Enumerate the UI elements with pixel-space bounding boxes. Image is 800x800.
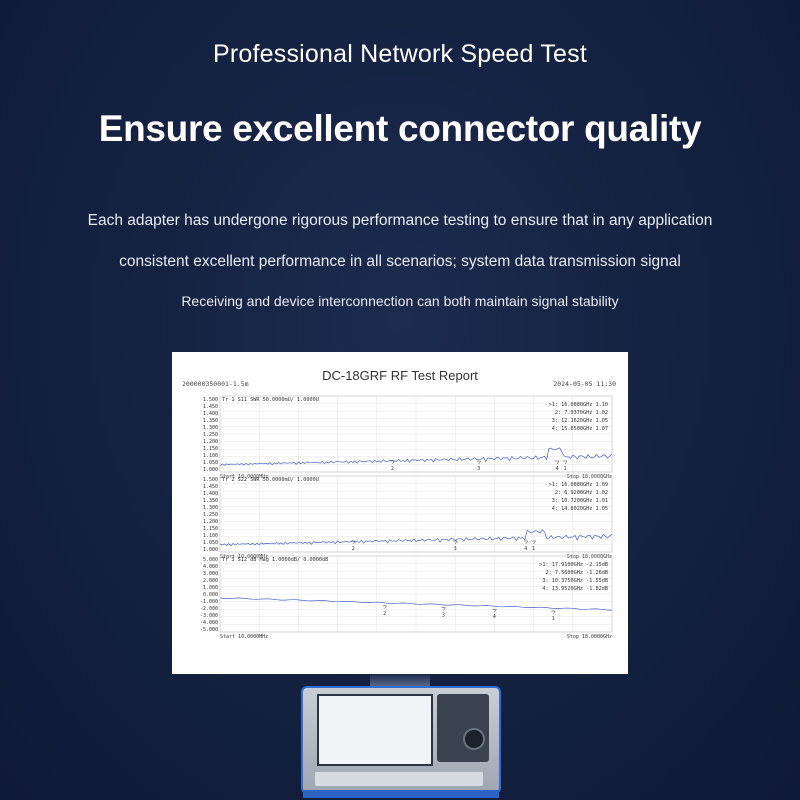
marker-readout: 3: 10.3750GHz -1.55dB <box>542 578 608 584</box>
description-line-2: consistent excellent performance in all … <box>119 253 681 270</box>
y-tick-label: 1.100 <box>203 533 218 539</box>
y-tick-label: 1.350 <box>203 418 218 424</box>
y-tick-label: 1.500 <box>203 397 218 403</box>
marker-number: 1 <box>552 616 555 622</box>
marker-number: 2 <box>383 611 386 617</box>
y-tick-label: 1.050 <box>203 540 218 546</box>
marker-triangle <box>390 460 395 465</box>
marker-number: 4 <box>556 466 559 472</box>
marker-readout: 4: 13.9520GHz -1.82dB <box>542 586 608 592</box>
y-tick-label: 0.000 <box>203 592 218 598</box>
y-tick-label: -3.000 <box>200 613 218 619</box>
y-tick-label: 1.200 <box>203 519 218 525</box>
device-screen <box>317 694 433 766</box>
marker-readout: 2: 7.9370GHz 1.02 <box>555 410 608 416</box>
marker-triangle <box>555 460 560 465</box>
stop-frequency-label: Stop 18.0000GHz <box>567 634 612 640</box>
report-plots: Tr 1 S11 SWR 50.0000mU/ 1.0000U1.5001.45… <box>200 395 613 640</box>
marker-triangle <box>351 540 356 545</box>
report-id: 200000350001-1.5m <box>182 380 249 388</box>
y-tick-label: 2.000 <box>203 578 218 584</box>
y-tick-label: 1.300 <box>203 425 218 431</box>
y-tick-label: 1.050 <box>203 460 218 466</box>
marker-triangle <box>441 607 446 611</box>
marker-readout: 2: 7.5600GHz -1.26dB <box>546 570 608 576</box>
marker-number: 3 <box>442 613 445 619</box>
marker-number: 3 <box>454 546 457 552</box>
y-tick-label: 1.150 <box>203 526 218 532</box>
marker-readout: >1: 16.0880GHz 1.09 <box>549 482 608 488</box>
description-line-1: Each adapter has undergone rigorous perf… <box>87 212 713 229</box>
y-tick-label: 1.450 <box>203 404 218 410</box>
y-tick-label: 1.250 <box>203 512 218 518</box>
y-tick-label: -1.000 <box>200 599 218 605</box>
y-tick-label: -5.000 <box>200 627 218 633</box>
y-tick-label: 3.000 <box>203 571 218 577</box>
device-knob <box>463 728 485 750</box>
marker-readout: 4: 15.6500GHz 1.07 <box>552 426 608 432</box>
y-tick-label: 1.100 <box>203 453 218 459</box>
marker-number: 4 <box>493 614 496 620</box>
marker-readout: 3: 12.1620GHz 1.05 <box>552 418 608 424</box>
marker-readout: >1: 17.9100GHz -2.15dB <box>539 562 608 568</box>
trace-header: Tr 1 S11 SWR 50.0000mU/ 1.0000U <box>222 397 319 403</box>
marker-number: 2 <box>391 466 394 472</box>
headline: Ensure excellent connector quality <box>98 108 702 149</box>
marker-number: 4 <box>524 546 527 552</box>
marker-triangle <box>531 540 537 545</box>
marker-readout: 3: 10.7200GHz 1.01 <box>552 498 608 504</box>
start-frequency-label: Start 10.0000MHz <box>220 474 268 480</box>
trace-line-2 <box>219 529 613 547</box>
y-tick-label: -2.000 <box>200 606 218 612</box>
device-base <box>303 790 499 798</box>
stop-frequency-label: Stop 18.0000GHz <box>567 474 612 480</box>
y-tick-label: 1.150 <box>203 446 218 452</box>
marker-number: 3 <box>477 466 480 472</box>
y-tick-label: 1.500 <box>203 477 218 483</box>
description-line-3: Receiving and device interconnection can… <box>181 293 619 309</box>
marker-readout: >1: 16.0880GHz 1.10 <box>549 402 608 408</box>
trace-line-3 <box>219 597 613 611</box>
subtitle: Professional Network Speed Test <box>213 40 587 68</box>
marker-triangle <box>382 605 388 609</box>
trace-header: Tr 3 S12 dB Mag 1.0000dB/ 0.0000dB <box>222 557 328 563</box>
report-date: 2024-05-05 11:30 <box>553 380 616 388</box>
y-tick-label: 1.300 <box>203 505 218 511</box>
device-keypad <box>437 694 489 762</box>
y-tick-label: 1.000 <box>203 585 218 591</box>
y-tick-label: 1.400 <box>203 411 218 417</box>
y-tick-label: 1.000 <box>203 547 218 553</box>
y-tick-label: 4.000 <box>203 564 218 570</box>
marker-number: 1 <box>563 466 566 472</box>
trace-line-1 <box>219 447 613 467</box>
y-tick-label: 1.250 <box>203 432 218 438</box>
device-ports <box>315 772 483 786</box>
marker-triangle <box>523 540 529 545</box>
test-report-image: DC-18GRF RF Test Report 200000350001-1.5… <box>172 352 628 674</box>
start-frequency-label: Start 10.0000MHz <box>220 554 268 560</box>
marker-number: 2 <box>352 546 355 552</box>
trace-header: Tr 2 S22 SWR 50.0000mU/ 1.0000U <box>222 477 319 483</box>
start-frequency-label: Start 10.0000MHz <box>220 634 268 640</box>
marker-readout: 4: 14.8020GHz 1.05 <box>552 506 608 512</box>
marker-triangle <box>492 608 497 613</box>
marker-number: 1 <box>532 546 535 552</box>
stop-frequency-label: Stop 18.0000GHz <box>567 554 612 560</box>
y-tick-label: -4.000 <box>200 620 218 626</box>
network-analyzer-device <box>301 686 501 798</box>
y-tick-label: 1.200 <box>203 439 218 445</box>
marker-triangle <box>476 460 482 465</box>
y-tick-label: 1.350 <box>203 498 218 504</box>
report-title: DC-18GRF RF Test Report <box>322 368 478 383</box>
marker-triangle <box>453 540 458 545</box>
y-tick-label: 5.000 <box>203 557 218 563</box>
y-tick-label: 1.000 <box>203 467 218 473</box>
marker-triangle <box>551 610 556 615</box>
y-tick-label: 1.400 <box>203 491 218 497</box>
marker-triangle <box>562 460 568 465</box>
y-tick-label: 1.450 <box>203 484 218 490</box>
marker-readout: 2: 6.9200GHz 1.02 <box>555 490 608 496</box>
